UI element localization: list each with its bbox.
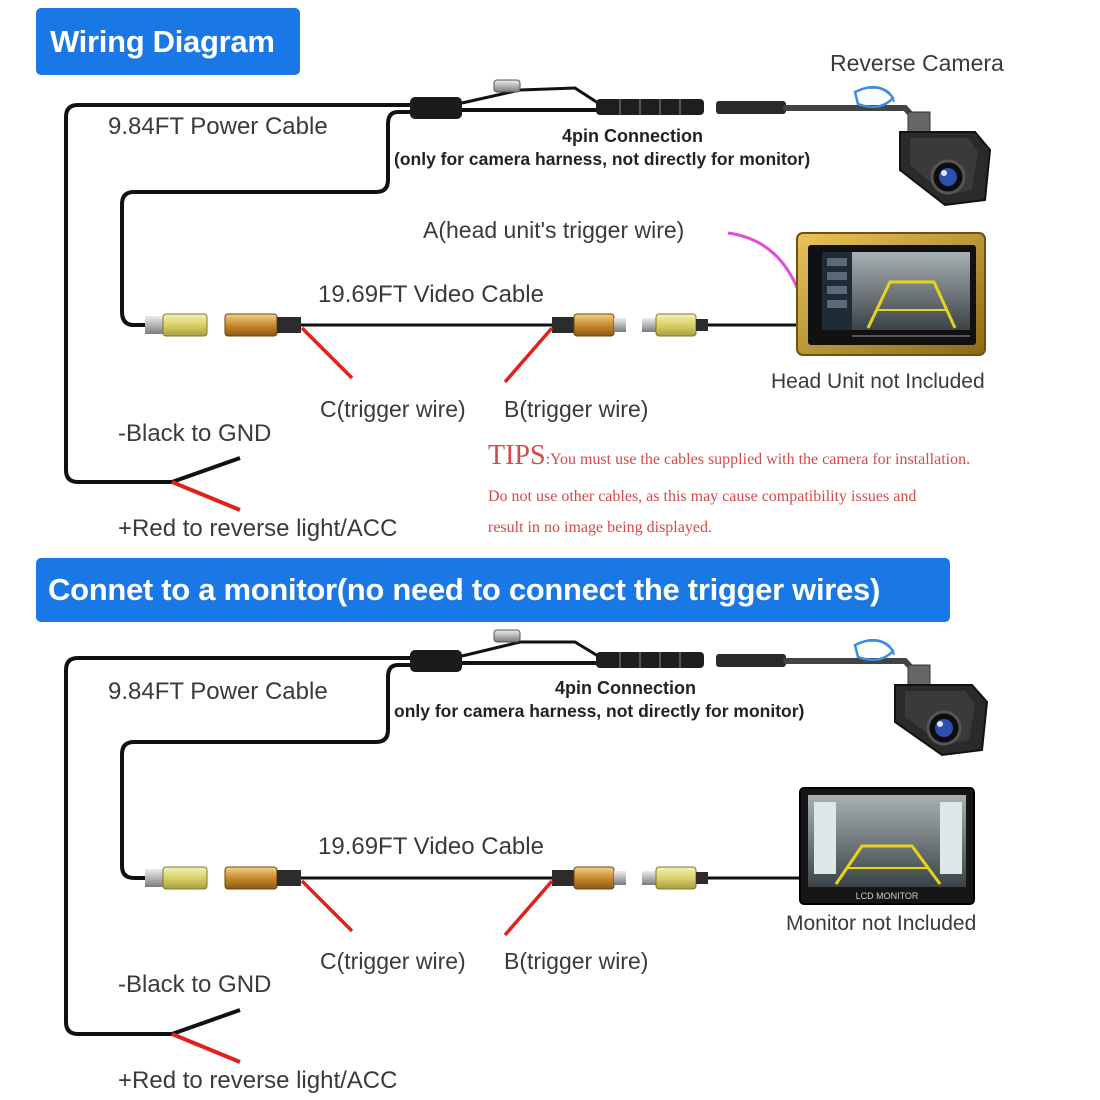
tips-label: TIPS bbox=[488, 440, 546, 471]
fourpin-connection-label: 4pin Connection bbox=[562, 126, 703, 146]
tips-line-1: :You must use the cables supplied with t… bbox=[545, 451, 971, 468]
tips-block: TIPS:You must use the cables supplied wi… bbox=[488, 440, 970, 472]
trigger-wire-c bbox=[300, 879, 354, 933]
power-branch-wire bbox=[461, 640, 599, 658]
monitor-label: Monitor not Included bbox=[786, 912, 977, 935]
black-gnd-label: -Black to GND bbox=[118, 971, 272, 998]
black-gnd-wire bbox=[171, 1008, 241, 1036]
trigger-wire-a bbox=[727, 231, 802, 296]
trigger-wire-b bbox=[503, 326, 554, 384]
rca-connector-2 bbox=[224, 313, 301, 337]
rca-connector-4 bbox=[642, 866, 708, 890]
video-feed-wire bbox=[120, 663, 410, 880]
tips-line-2: Do not use other cables, as this may cau… bbox=[488, 488, 917, 505]
trigger-c-label: C(trigger wire) bbox=[320, 948, 466, 974]
black-gnd-label: -Black to GND bbox=[118, 420, 272, 447]
video-cable-label: 19.69FT Video Cable bbox=[318, 281, 544, 308]
fourpin-connector-left bbox=[596, 652, 704, 668]
rca-connector-1 bbox=[145, 313, 208, 337]
rca-connector-3 bbox=[552, 313, 626, 337]
power-cable-wire bbox=[64, 103, 410, 484]
red-acc-label: +Red to reverse light/ACC bbox=[118, 1067, 398, 1094]
rca-connector-4 bbox=[642, 313, 708, 337]
power-branch-wire bbox=[461, 86, 599, 105]
trigger-b-label: B(trigger wire) bbox=[504, 396, 649, 422]
video-cable-label: 19.69FT Video Cable bbox=[318, 833, 544, 860]
video-feed-wire bbox=[120, 110, 410, 327]
red-acc-label: +Red to reverse light/ACC bbox=[118, 515, 398, 542]
rca-connector-1 bbox=[145, 866, 208, 890]
fourpin-connection-note: (only for camera harness, not directly f… bbox=[394, 149, 811, 169]
rca-connector-3 bbox=[552, 866, 626, 890]
wiring-diagram-title: Wiring Diagram bbox=[36, 8, 300, 75]
power-cable-label: 9.84FT Power Cable bbox=[108, 113, 328, 140]
trigger-a-label: A(head unit's trigger wire) bbox=[423, 217, 685, 243]
fourpin-connection-note: only for camera harness, not directly fo… bbox=[394, 701, 805, 721]
reverse-camera-image bbox=[853, 638, 989, 757]
reverse-camera-image bbox=[853, 85, 992, 207]
head-unit-label: Head Unit not Included bbox=[771, 370, 985, 393]
trigger-wire-c bbox=[300, 326, 354, 380]
small-connector bbox=[493, 629, 521, 643]
power-cable-wire bbox=[64, 656, 410, 1036]
lcd-monitor-image: LCD MONITOR bbox=[799, 787, 975, 905]
rca-connector-2 bbox=[224, 866, 301, 890]
reverse-camera-label: Reverse Camera bbox=[830, 50, 1004, 76]
red-acc-wire bbox=[171, 1032, 241, 1064]
fourpin-connector-right bbox=[716, 101, 786, 114]
black-gnd-wire bbox=[171, 456, 241, 484]
monitor-connection-section: LCD MONITOR Connet to a monitor(no need … bbox=[0, 550, 1100, 1100]
fourpin-connector-left bbox=[596, 99, 704, 115]
monitor-connection-title: Connet to a monitor(no need to connect t… bbox=[36, 558, 950, 622]
trigger-wire-b bbox=[503, 879, 554, 937]
fourpin-connection-label: 4pin Connection bbox=[555, 678, 696, 698]
tips-line-3: result in no image being displayed. bbox=[488, 519, 712, 536]
small-connector bbox=[493, 79, 521, 93]
red-acc-wire bbox=[171, 480, 241, 512]
monitor-connection-drawing: LCD MONITOR bbox=[64, 629, 989, 1064]
wiring-diagram-section: Wiring Diagram Reverse Camera 9.84FT Pow… bbox=[36, 8, 1004, 542]
power-cable-label: 9.84FT Power Cable bbox=[108, 678, 328, 705]
trigger-b-label: B(trigger wire) bbox=[504, 948, 649, 974]
head-unit-image bbox=[796, 232, 986, 356]
power-junction bbox=[410, 97, 462, 119]
wiring-diagram-drawing bbox=[64, 79, 992, 512]
power-junction bbox=[410, 650, 462, 672]
fourpin-connector-right bbox=[716, 654, 786, 667]
trigger-c-label: C(trigger wire) bbox=[320, 396, 466, 422]
lcd-monitor-text: LCD MONITOR bbox=[856, 891, 919, 901]
